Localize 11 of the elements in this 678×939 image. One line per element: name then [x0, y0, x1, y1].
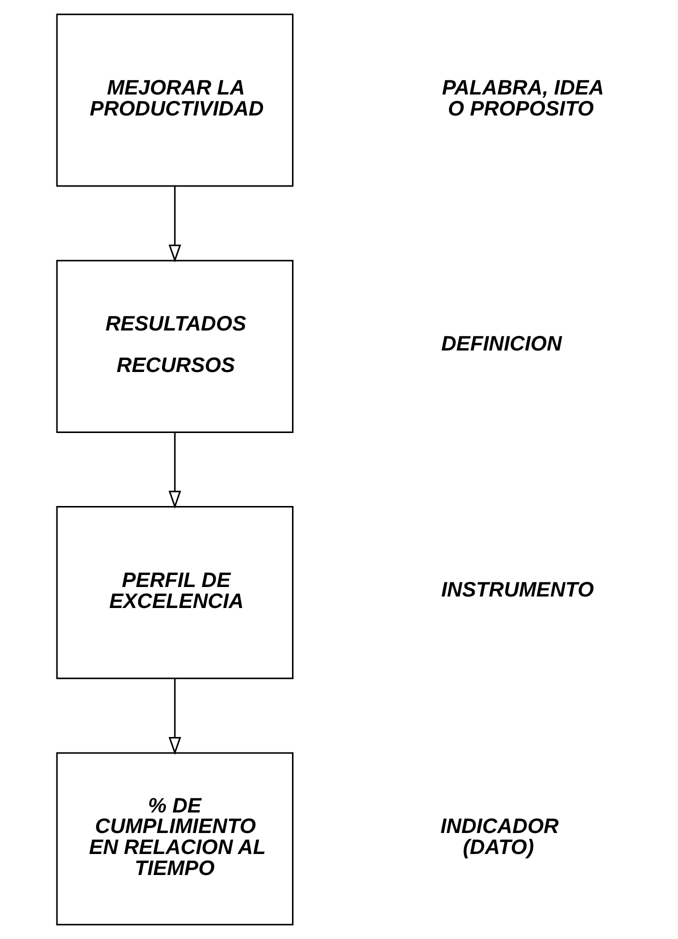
- node-box: RESULTADOS RECURSOS: [56, 260, 294, 433]
- arrow: [168, 678, 182, 755]
- node-box: PERFIL DE EXCELENCIA: [56, 506, 294, 680]
- label: INSTRUMENTO: [441, 578, 594, 602]
- label: DEFINICION: [441, 332, 562, 356]
- node-box: MEJORAR LA PRODUCTIVIDAD: [56, 14, 294, 187]
- arrow: [168, 432, 182, 509]
- arrow: [168, 186, 182, 262]
- node-box: % DE CUMPLIMIENTO EN RELACION AL TIEMPO: [56, 752, 294, 926]
- label: PALABRA, IDEA O PROPOSITO: [442, 76, 604, 120]
- label: INDICADOR (DATO): [440, 815, 559, 860]
